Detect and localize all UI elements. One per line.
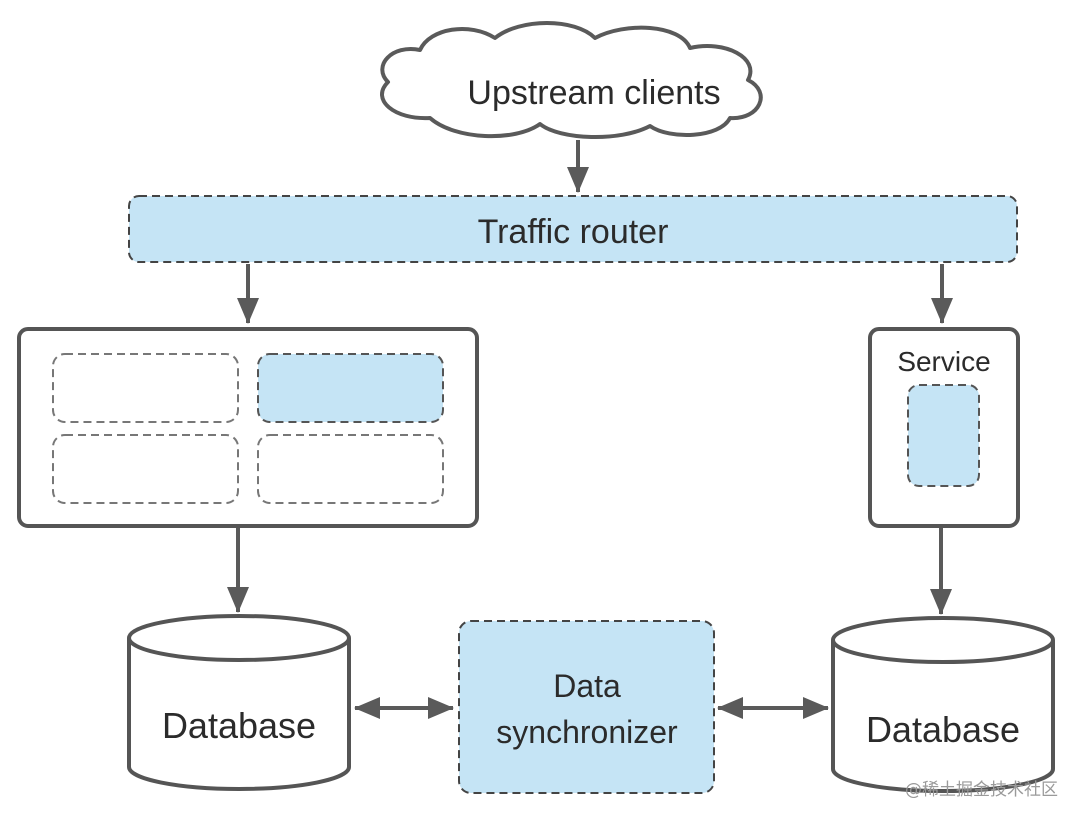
service-instance — [907, 384, 980, 487]
cluster-slot-top-left — [52, 353, 239, 423]
service-cluster — [17, 327, 479, 528]
upstream-clients-cloud: Upstream clients — [380, 21, 763, 140]
data-synchronizer: Data synchronizer — [458, 620, 715, 794]
cluster-slot-bottom-right — [257, 434, 444, 504]
database-left-body — [127, 638, 351, 791]
watermark-text: @稀土掘金技术社区 — [905, 780, 1058, 800]
cluster-slot-bottom-left — [52, 434, 239, 504]
database-right-top — [831, 616, 1055, 664]
service-label: Service — [897, 346, 990, 377]
cloud-shape — [380, 21, 763, 140]
router-label: Traffic router — [478, 213, 669, 251]
database-right-label: Database — [866, 709, 1020, 750]
database-left: Database — [127, 614, 351, 791]
synchronizer-label-line1: Data — [553, 668, 621, 704]
database-left-top — [127, 614, 351, 662]
service-box: Service — [868, 327, 1020, 528]
database-right-body — [831, 640, 1055, 793]
traffic-router: Traffic router — [128, 195, 1018, 263]
router-box — [128, 195, 1018, 263]
cluster-slot-top-right — [257, 353, 444, 423]
synchronizer-box — [458, 620, 715, 794]
database-left-label: Database — [162, 705, 316, 746]
database-right: Database — [831, 616, 1055, 793]
synchronizer-label-line2: synchronizer — [496, 714, 678, 750]
cloud-label: Upstream clients — [467, 74, 720, 112]
